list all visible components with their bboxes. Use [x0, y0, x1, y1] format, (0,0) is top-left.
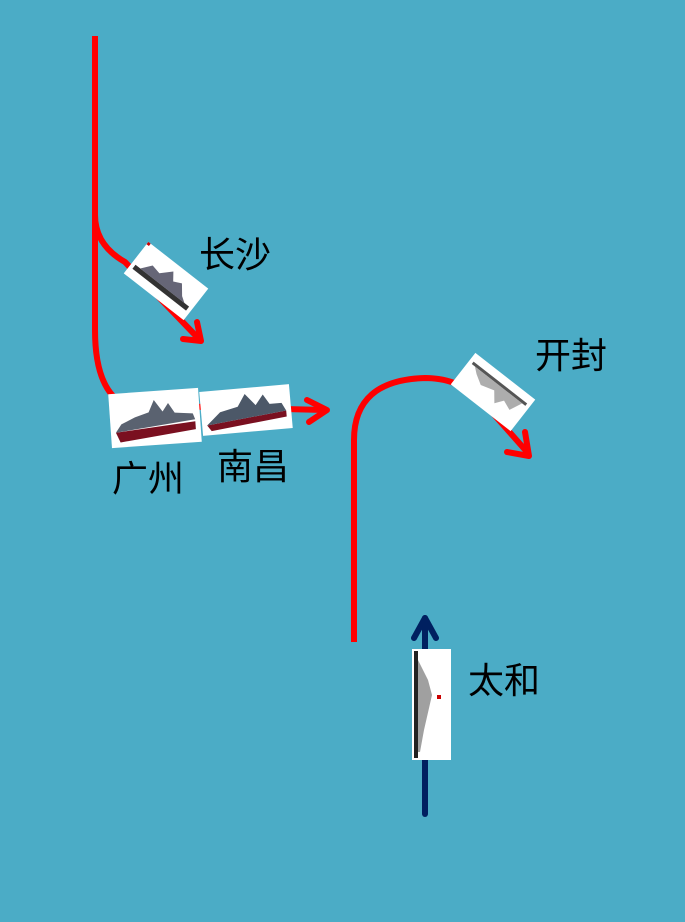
ship-image-nanchang: [199, 384, 293, 436]
ship-image-changsha: [123, 241, 209, 321]
label-changsha: 长沙: [199, 235, 272, 276]
red-arrowheads: [180, 319, 532, 459]
ship-image-guangzhou: [108, 387, 202, 449]
label-taihe: 太和: [468, 661, 541, 702]
label-guangzhou: 广州: [112, 459, 185, 500]
arrowhead-taihe-icon: [411, 615, 439, 641]
label-kaifeng: 开封: [535, 336, 608, 377]
arrowhead-kaifeng-icon: [504, 429, 532, 459]
ship-image-kaifeng: [450, 352, 536, 432]
ship-image-taihe: [412, 649, 451, 760]
label-nanchang: 南昌: [217, 447, 290, 488]
arrowhead-nanchang-icon: [304, 397, 330, 425]
arrowhead-changsha-icon: [180, 319, 204, 344]
red-route-main: [92, 36, 531, 642]
